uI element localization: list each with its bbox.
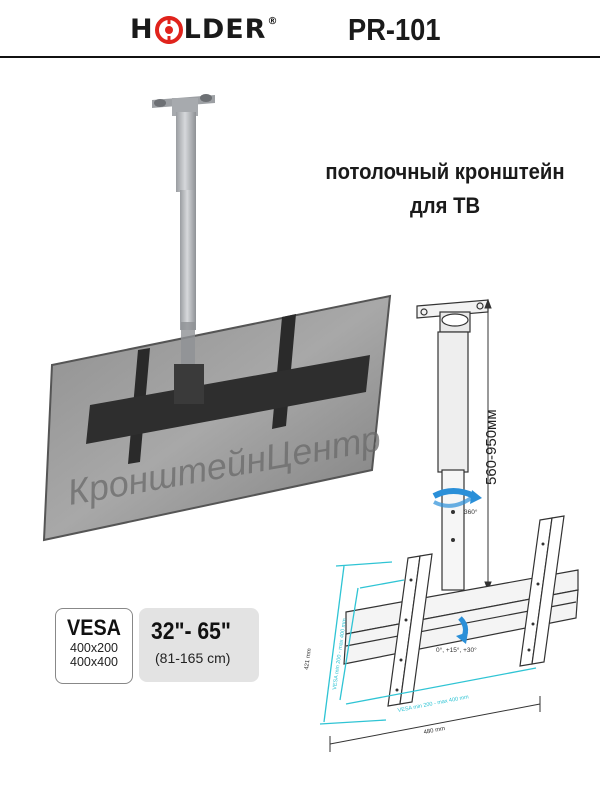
registered-mark: ® [267,16,279,27]
upper-pole [176,112,196,192]
diagram-lower-pole [441,469,465,591]
tilt-label: 0°, +15°, +30° [436,646,477,654]
width-dimension [329,696,541,752]
tilt-arrow-icon [456,616,468,644]
width-dimension-label: 480 mm [423,726,445,736]
vesa-badge: VESA 400x200 400x400 [55,608,133,684]
vesa-badge-label: VESA [67,615,121,640]
vesa-dimension-lines [319,561,537,725]
diagram-ceiling-mount [416,299,489,333]
model-number: PR-101 [348,12,441,47]
screen-size-badge: 32"- 65" (81-165 cm) [139,608,259,682]
screen-size-cm: (81-165 cm) [155,650,231,666]
brand-logo: H LDER ® [130,14,278,45]
vesa-size-2: 400x400 [70,655,118,669]
rotation-arrow-icon [432,488,482,508]
product-photo: КронштейнЦентр [42,94,392,542]
title-line-2: для ТВ [409,193,481,218]
product-title: потолочный кронштейн для ТВ [312,155,579,223]
mount-bracket [86,314,370,464]
header-divider [0,56,600,58]
target-logo-icon [154,15,183,44]
brand-letters: LDER [183,14,267,45]
brand-letter-h: H [130,14,154,45]
height-label: 560-950мм [483,409,500,485]
ceiling-plate [152,94,215,116]
lower-pole [180,190,196,330]
diagram-upper-pole [437,331,469,473]
height-dimension-label: 421 mm [304,648,313,670]
title-line-1: потолочный кронштейн [325,159,565,184]
rotation-label: 360° [464,508,478,516]
screen-size-range: 32"- 65" [151,618,231,645]
diagram-vertical-arms [387,515,565,707]
vesa-size-1: 400x200 [70,641,118,655]
